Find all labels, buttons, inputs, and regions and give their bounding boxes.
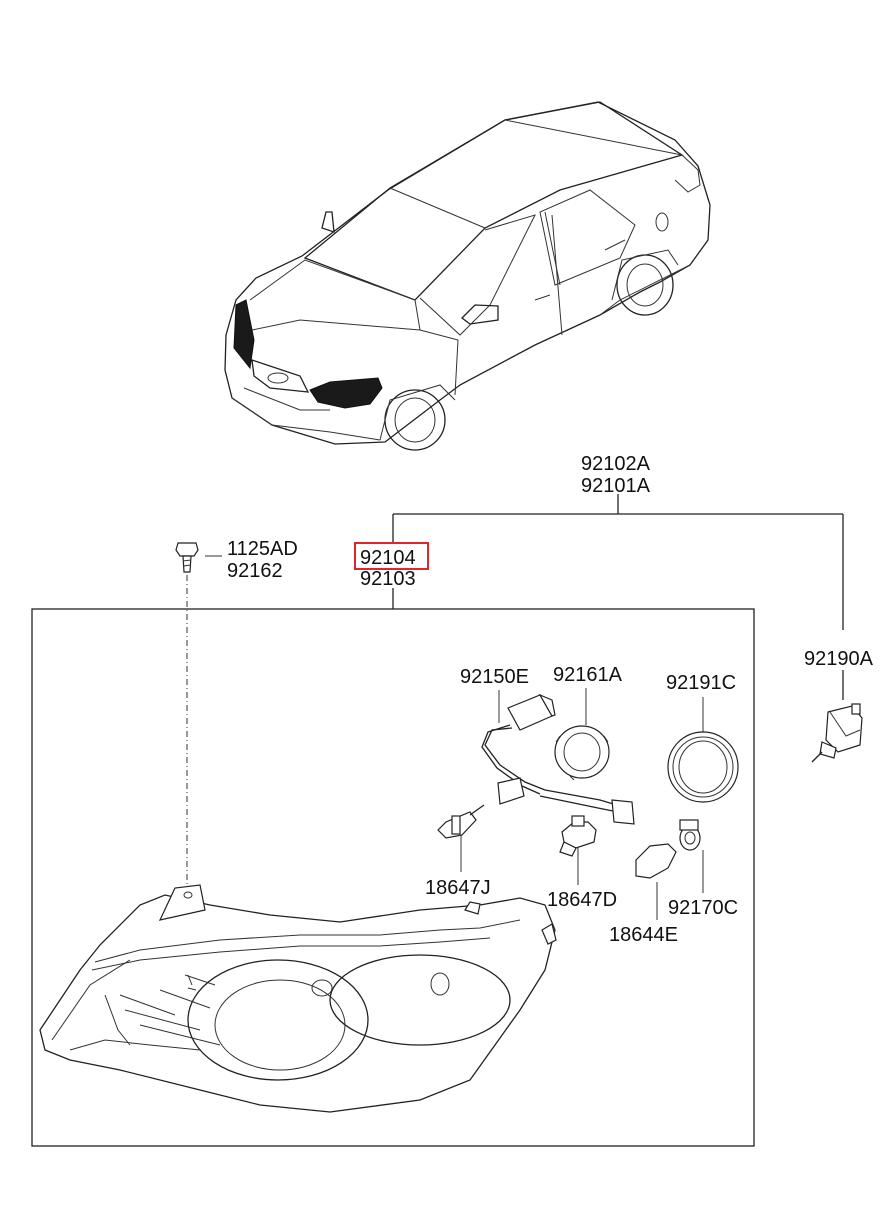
dust-cap-high-icon xyxy=(667,731,739,803)
label-18644e: 18644E xyxy=(609,924,678,946)
label-92170c: 92170C xyxy=(668,897,738,919)
label-92103: 92103 xyxy=(360,568,416,590)
label-92102a: 92102A xyxy=(581,453,651,475)
car-illustration xyxy=(224,101,711,451)
wiring-harness-icon xyxy=(481,693,635,825)
label-92150e: 92150E xyxy=(460,666,529,688)
headlamp-unit-drawing xyxy=(39,884,557,1113)
dust-cap-low-icon xyxy=(554,725,610,781)
bulb-18647j-icon xyxy=(437,804,485,839)
right-headlamp-shape xyxy=(309,377,383,409)
leader-lines xyxy=(186,494,844,920)
label-92104: 92104 xyxy=(360,547,416,569)
bulb-18647d-icon xyxy=(559,815,597,857)
socket-92170c-icon xyxy=(679,819,701,851)
label-92101a: 92101A xyxy=(581,475,651,497)
label-92161a: 92161A xyxy=(553,664,623,686)
label-18647d: 18647D xyxy=(547,889,617,911)
label-92191c: 92191C xyxy=(666,672,736,694)
bulb-18644e-icon xyxy=(635,843,677,879)
label-92190a: 92190A xyxy=(804,648,874,670)
label-1125ad: 1125AD xyxy=(227,538,298,560)
bolt-icon xyxy=(175,542,199,573)
label-18647j: 18647J xyxy=(425,877,491,899)
left-headlamp-shape xyxy=(233,299,255,370)
highlight-box-92104 xyxy=(354,542,429,570)
label-92162: 92162 xyxy=(227,560,283,582)
leveling-actuator-icon xyxy=(811,703,863,763)
headlamp-assembly-box xyxy=(31,608,755,1147)
